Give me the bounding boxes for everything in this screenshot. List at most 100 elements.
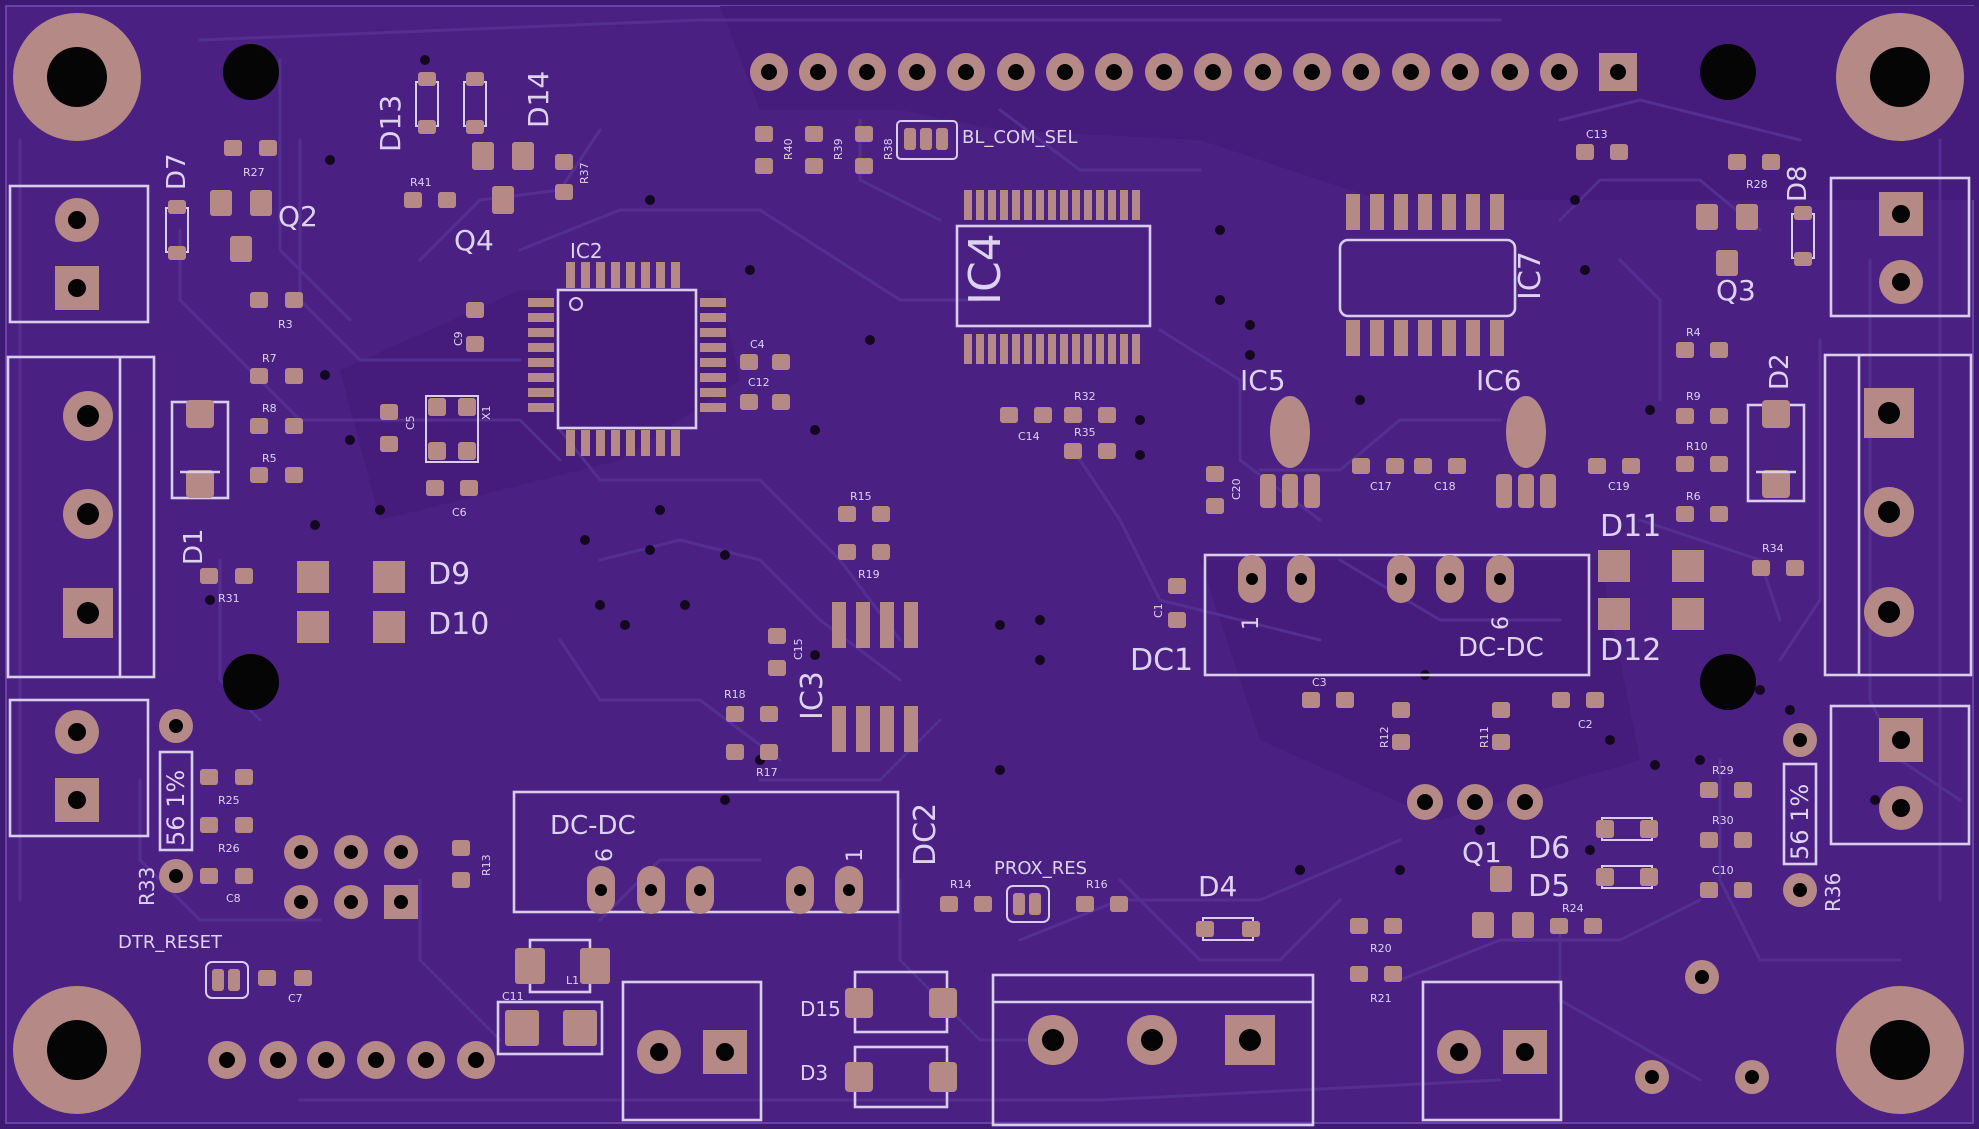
ic7-soic	[1338, 194, 1517, 356]
label-dc1: DC1	[1130, 643, 1193, 678]
label-r21: R21	[1370, 992, 1392, 1005]
label-dc2-pin1: 1	[843, 848, 868, 862]
label-dc2: DC2	[908, 803, 943, 866]
label-d4: D4	[1198, 870, 1237, 903]
terminal-right-top	[1829, 176, 1971, 318]
terminal-right-middle	[1823, 353, 1973, 677]
label-r27: R27	[243, 166, 265, 179]
label-r33-value: 56 1%	[162, 770, 190, 846]
terminal-left-middle	[6, 355, 156, 679]
label-d14: D14	[522, 71, 555, 128]
label-c8: C8	[226, 892, 241, 905]
label-c19: C19	[1608, 480, 1630, 493]
label-dtr-reset: DTR_RESET	[118, 932, 223, 953]
label-r13: R13	[480, 854, 493, 876]
label-ic5: IC5	[1240, 364, 1286, 397]
label-r41: R41	[410, 176, 432, 189]
label-r16: R16	[1086, 878, 1108, 891]
terminal-left-top	[8, 184, 150, 324]
label-r8: R8	[262, 402, 277, 415]
top-header-pins	[750, 53, 1637, 91]
label-r10: R10	[1686, 440, 1708, 453]
label-c14: C14	[1018, 430, 1040, 443]
label-bl-com-sel: BL_COM_SEL	[962, 127, 1077, 148]
label-c13: C13	[1586, 128, 1608, 141]
terminal-bottom-middle	[991, 973, 1315, 1127]
dc2-module	[512, 790, 900, 914]
label-dc1-type: DC-DC	[1458, 633, 1544, 663]
label-d12: D12	[1600, 633, 1661, 668]
ic6-regulator	[1496, 396, 1556, 508]
label-r33: R33	[135, 867, 159, 906]
terminal-right-bottom	[1829, 704, 1971, 846]
label-r19: R19	[858, 568, 880, 581]
ic3-soic	[832, 602, 918, 752]
label-ic2: IC2	[570, 239, 603, 263]
label-c3: C3	[1312, 676, 1327, 689]
label-r26: R26	[218, 842, 240, 855]
ic2-qfp	[528, 262, 726, 456]
label-c5: C5	[404, 415, 417, 430]
label-d6: D6	[1528, 831, 1570, 866]
label-c7: C7	[288, 992, 303, 1005]
label-r11: R11	[1478, 726, 1491, 748]
label-d2: D2	[1765, 353, 1795, 390]
label-r4: R4	[1686, 326, 1701, 339]
label-c11: C11	[502, 990, 524, 1003]
label-r14: R14	[950, 878, 972, 891]
label-r18: R18	[724, 688, 746, 701]
label-dc2-type: DC-DC	[550, 811, 636, 841]
label-r30: R30	[1712, 814, 1734, 827]
label-dc2-pin6: 6	[593, 848, 618, 862]
label-ic4: IC4	[960, 233, 1011, 305]
label-c15: C15	[792, 638, 805, 660]
label-r29: R29	[1712, 764, 1734, 777]
smd-diodes	[165, 72, 1815, 1109]
label-r3: R3	[278, 318, 293, 331]
terminal-left-bottom	[8, 698, 150, 838]
silkscreen-labels: D7 Q2 R27 R3 R7 R8 R5 D1 R31 D9 D10 D13 …	[118, 71, 1845, 1085]
label-ic6: IC6	[1476, 364, 1522, 397]
label-q3: Q3	[1716, 274, 1756, 307]
label-l1: L1	[566, 974, 579, 987]
label-dc1-pin6: 6	[1489, 616, 1514, 630]
label-c12: C12	[748, 376, 770, 389]
label-c18: C18	[1434, 480, 1456, 493]
passives	[200, 126, 1804, 986]
label-r9: R9	[1686, 390, 1701, 403]
label-q2: Q2	[278, 200, 318, 233]
label-r28: R28	[1746, 178, 1768, 191]
label-r39: R39	[832, 138, 845, 160]
label-r17: R17	[756, 766, 778, 779]
label-c10: C10	[1712, 864, 1734, 877]
label-d10: D10	[428, 607, 489, 642]
label-d1: D1	[179, 528, 209, 565]
label-r32: R32	[1074, 390, 1096, 403]
label-d3: D3	[800, 1061, 828, 1085]
resistor-r36	[1782, 723, 1818, 907]
label-dc1-pin1: 1	[1239, 616, 1264, 630]
traces	[18, 18, 1962, 1102]
label-r12: R12	[1378, 726, 1391, 748]
terminal-bottom-right	[1421, 980, 1563, 1122]
label-r6: R6	[1686, 490, 1701, 503]
label-r24: R24	[1562, 902, 1584, 915]
label-r15: R15	[850, 490, 872, 503]
dc1-module	[1203, 553, 1591, 677]
label-r38: R38	[882, 138, 895, 160]
label-c4: C4	[750, 338, 765, 351]
vias	[205, 55, 1880, 875]
label-d11: D11	[1600, 509, 1661, 544]
label-d5: D5	[1528, 869, 1570, 904]
bottom-header-pins	[208, 1041, 495, 1079]
resistor-r33	[158, 709, 194, 893]
test-points	[1635, 960, 1769, 1094]
isp-header-pins	[284, 835, 418, 919]
label-c9: C9	[452, 331, 465, 346]
label-c20: C20	[1230, 478, 1243, 500]
label-r20: R20	[1370, 942, 1392, 955]
label-c2: C2	[1578, 718, 1593, 731]
ic4-tssop	[955, 190, 1152, 364]
label-r34: R34	[1762, 542, 1784, 555]
mounting-holes	[13, 13, 1964, 1114]
